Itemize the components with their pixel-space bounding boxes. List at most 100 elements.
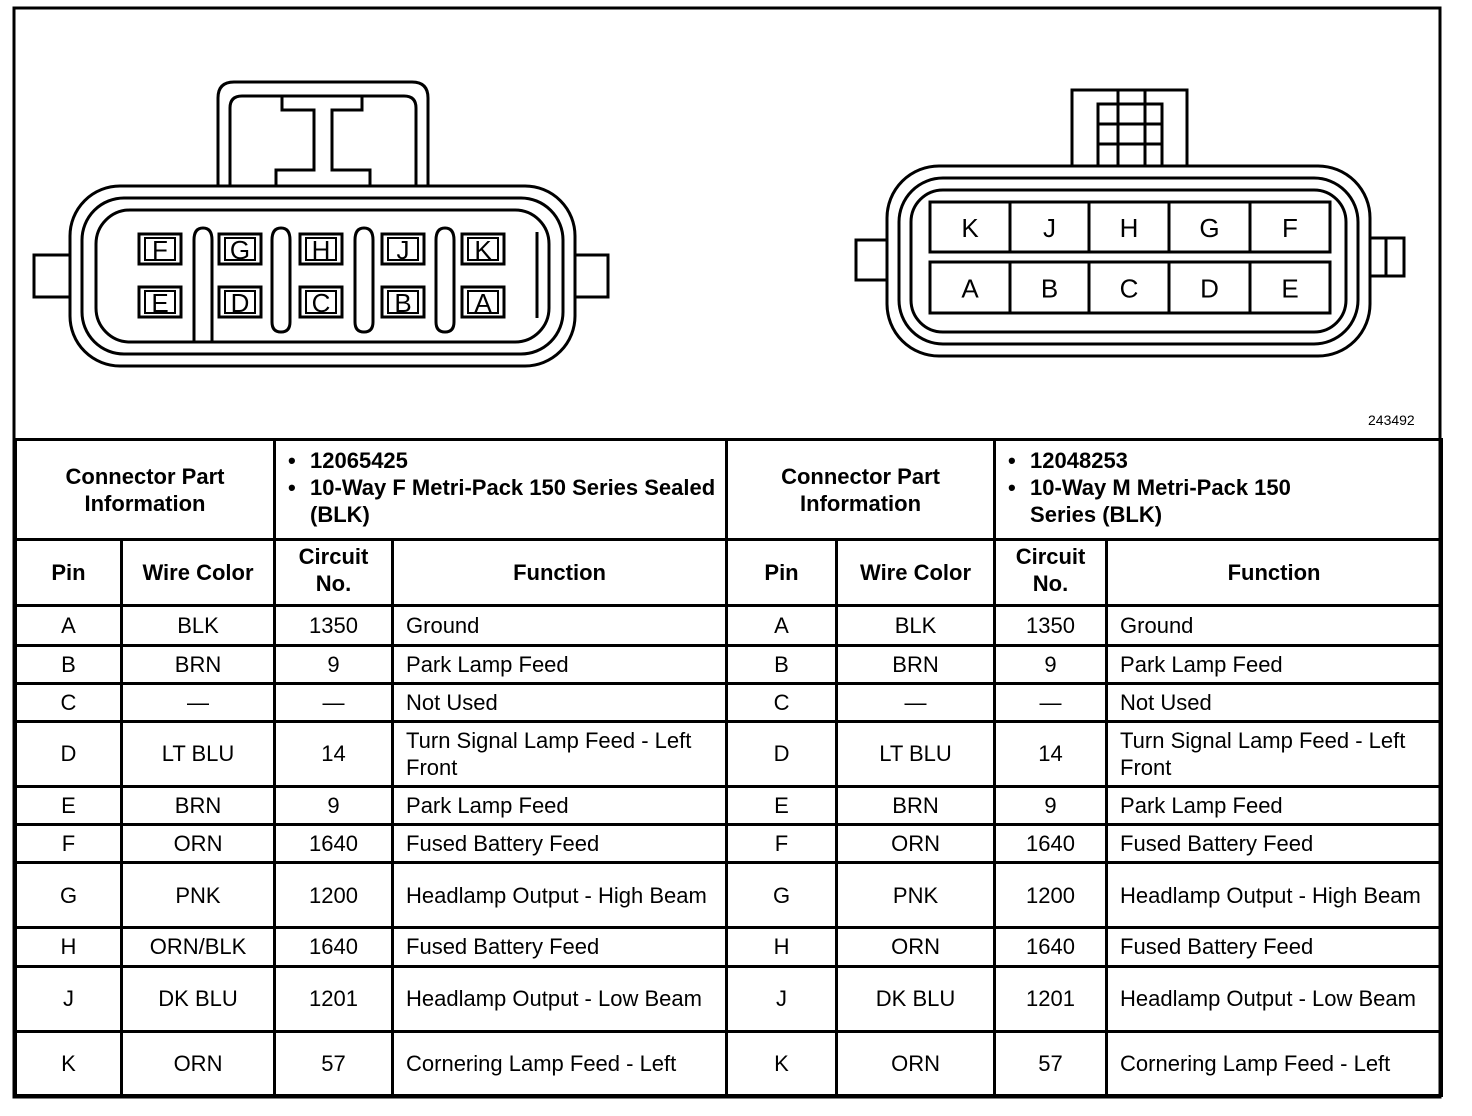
right-wire-color-cell: PNK [835, 861, 997, 930]
female-pin-cavity: H [298, 232, 344, 266]
male-pin-cavity: D [1167, 260, 1252, 315]
male-pin-cavity: F [1248, 200, 1332, 254]
left-circuit-cell: 1640 [273, 823, 395, 865]
right-function-cell: Headlamp Output - Low Beam [1105, 964, 1444, 1033]
right-wire-color-cell: BRN [835, 643, 997, 685]
left-wire-color-cell: ORN [119, 1029, 277, 1098]
right-function-cell: Fused Battery Feed [1105, 823, 1444, 865]
left-function-cell: Fused Battery Feed [391, 823, 729, 865]
right-part-number: 12048253 [1004, 447, 1340, 474]
male-pin-cavity: E [1248, 260, 1332, 315]
right-function-cell: Fused Battery Feed [1105, 926, 1444, 968]
right-circuit-cell: 9 [993, 784, 1109, 827]
right-part-description: 10-Way M Metri-Pack 150 Series (BLK) [1004, 474, 1340, 528]
male-pin-label: D [1200, 274, 1219, 304]
right-function-cell: Park Lamp Feed [1105, 643, 1444, 685]
right-circuit-header: Circuit No. [993, 538, 1109, 608]
right-pin-cell: C [725, 681, 839, 723]
male-pin-cavity: H [1087, 200, 1171, 254]
male-pin-label: H [1120, 213, 1139, 243]
left-wire-color-cell: BLK [119, 604, 277, 647]
left-function-header: Function [391, 538, 729, 608]
left-pin-cell: E [14, 784, 123, 827]
figure-id: 243492 [1368, 412, 1415, 428]
left-pin-cell: C [14, 681, 123, 723]
left-function-cell: Headlamp Output - Low Beam [391, 964, 729, 1033]
female-pin-label: H [312, 235, 331, 265]
female-pin-label: A [474, 288, 492, 318]
female-pin-label: B [394, 288, 411, 318]
female-pin-label: F [152, 235, 168, 265]
male-pin-label: B [1041, 274, 1058, 304]
right-function-cell: Headlamp Output - High Beam [1105, 861, 1444, 930]
right-pin-cell: D [725, 719, 839, 789]
right-circuit-cell: 1350 [993, 604, 1109, 647]
left-pin-cell: H [14, 926, 123, 968]
male-pin-cavity: B [1008, 260, 1091, 315]
right-circuit-cell: — [993, 681, 1109, 723]
connector-pinout-table: Connector Part Information 12065425 10-W… [13, 437, 1444, 1098]
left-wire-color-cell: LT BLU [119, 719, 277, 789]
male-pin-label: G [1199, 213, 1219, 243]
right-wire-color-cell: ORN [835, 823, 997, 865]
left-wire-color-header: Wire Color [119, 538, 277, 608]
right-wire-color-header: Wire Color [835, 538, 997, 608]
right-circuit-cell: 1201 [993, 964, 1109, 1033]
right-pin-cell: K [725, 1029, 839, 1098]
male-pin-cavity: C [1087, 260, 1171, 315]
male-pin-label: J [1043, 213, 1056, 243]
right-function-cell: Park Lamp Feed [1105, 784, 1444, 827]
left-function-cell: Park Lamp Feed [391, 643, 729, 685]
right-function-cell: Ground [1105, 604, 1444, 647]
right-function-cell: Cornering Lamp Feed - Left [1105, 1029, 1444, 1098]
right-info-label: Connector Part Information [725, 437, 997, 542]
left-circuit-cell: 57 [273, 1029, 395, 1098]
right-wire-color-cell: LT BLU [835, 719, 997, 789]
male-pin-label: A [961, 274, 979, 304]
right-pin-cell: F [725, 823, 839, 865]
left-function-cell: Headlamp Output - High Beam [391, 861, 729, 930]
left-wire-color-cell: ORN/BLK [119, 926, 277, 968]
left-pin-cell: B [14, 643, 123, 685]
left-circuit-cell: 1350 [273, 604, 395, 647]
right-circuit-cell: 1200 [993, 861, 1109, 930]
male-pin-cavity: G [1167, 200, 1252, 254]
left-function-cell: Turn Signal Lamp Feed - Left Front [391, 719, 729, 789]
right-wire-color-cell: DK BLU [835, 964, 997, 1033]
connector-info-row: Connector Part Information 12065425 10-W… [13, 437, 1444, 542]
left-part-description: 10-Way F Metri-Pack 150 Series Sealed (B… [284, 474, 717, 528]
right-part-info: 12048253 10-Way M Metri-Pack 150 Series … [993, 437, 1444, 542]
left-function-cell: Ground [391, 604, 729, 647]
male-pin-label: C [1120, 274, 1139, 304]
female-pin-cavity: B [380, 285, 426, 319]
left-circuit-cell: 9 [273, 643, 395, 685]
right-circuit-cell: 14 [993, 719, 1109, 789]
right-circuit-cell: 57 [993, 1029, 1109, 1098]
right-wire-color-cell: ORN [835, 926, 997, 968]
male-connector-drawing [854, 88, 1406, 358]
left-wire-color-cell: ORN [119, 823, 277, 865]
right-wire-color-cell: BLK [835, 604, 997, 647]
left-wire-color-cell: — [119, 681, 277, 723]
male-pin-cavity: A [928, 260, 1012, 315]
left-pin-cell: D [14, 719, 123, 789]
male-pin-label: F [1282, 213, 1298, 243]
left-function-cell: Not Used [391, 681, 729, 723]
left-circuit-cell: 1200 [273, 861, 395, 930]
female-pin-cavity: D [217, 285, 263, 319]
left-pin-header: Pin [14, 538, 123, 608]
left-part-number: 12065425 [284, 447, 717, 474]
right-pin-cell: G [725, 861, 839, 930]
female-pin-label: C [312, 288, 331, 318]
left-wire-color-cell: BRN [119, 643, 277, 685]
